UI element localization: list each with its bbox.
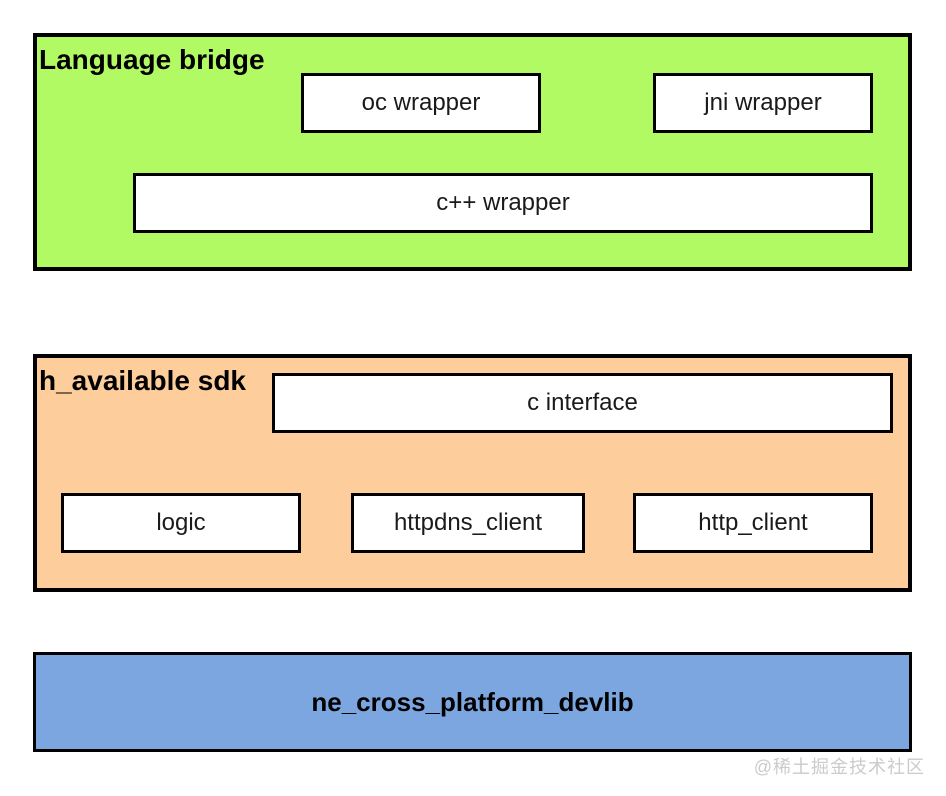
node-http-client: http_client: [633, 493, 873, 553]
language-bridge-panel: Language bridge oc wrapper jni wrapper c…: [33, 33, 912, 271]
node-cpp-wrapper: c++ wrapper: [133, 173, 873, 233]
h-available-sdk-panel: h_available sdk c interface logic httpdn…: [33, 354, 912, 592]
devlib-panel: ne_cross_platform_devlib: [33, 652, 912, 752]
node-logic: logic: [61, 493, 301, 553]
node-httpdns-client: httpdns_client: [351, 493, 585, 553]
node-ne-cross-platform-devlib: ne_cross_platform_devlib: [311, 686, 634, 717]
language-bridge-title: Language bridge: [39, 44, 265, 75]
node-c-interface: c interface: [272, 373, 893, 433]
node-oc-wrapper: oc wrapper: [301, 73, 541, 133]
watermark: @稀土掘金技术社区: [753, 757, 925, 777]
h-available-sdk-title: h_available sdk: [39, 365, 247, 396]
node-jni-wrapper: jni wrapper: [653, 73, 873, 133]
